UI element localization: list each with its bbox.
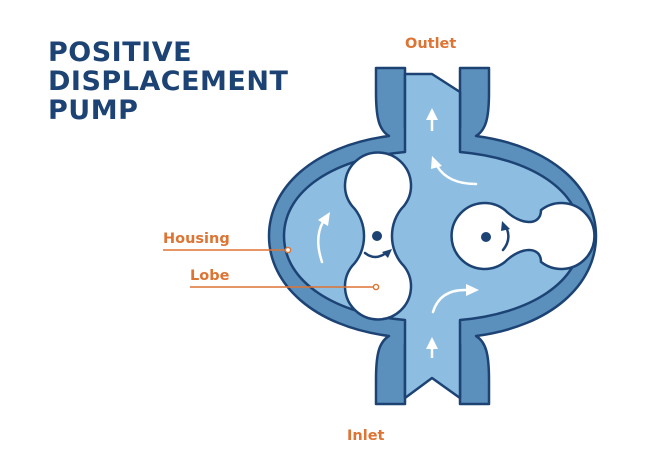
lobe-label: Lobe — [190, 268, 230, 284]
rotation-arrow-left — [363, 249, 392, 259]
rotation-arrow-right — [501, 221, 510, 252]
flow-arrow-lower-curve — [431, 284, 479, 314]
rotor-axle-left — [372, 231, 382, 241]
flow-arrow-upper-curve — [431, 156, 478, 186]
flow-arrow-outlet-up — [426, 108, 438, 131]
title-line-3: PUMP — [48, 95, 139, 126]
rotor-axle-right — [481, 232, 491, 242]
fluid-chamber — [282, 72, 583, 400]
outlet-label: Outlet — [405, 36, 457, 52]
title-line-1: POSITIVE — [48, 37, 193, 68]
flow-arrow-inlet-up — [426, 337, 438, 358]
housing-label: Housing — [163, 231, 230, 247]
inlet-label: Inlet — [347, 428, 385, 444]
diagram-title: POSITIVE DISPLACEMENT PUMP — [48, 38, 288, 125]
title-line-2: DISPLACEMENT — [48, 66, 289, 97]
flow-arrow-left-curve — [317, 212, 330, 264]
lobe-right — [450, 201, 596, 271]
housing-leader — [163, 246, 292, 254]
lobe-leader — [190, 283, 380, 291]
